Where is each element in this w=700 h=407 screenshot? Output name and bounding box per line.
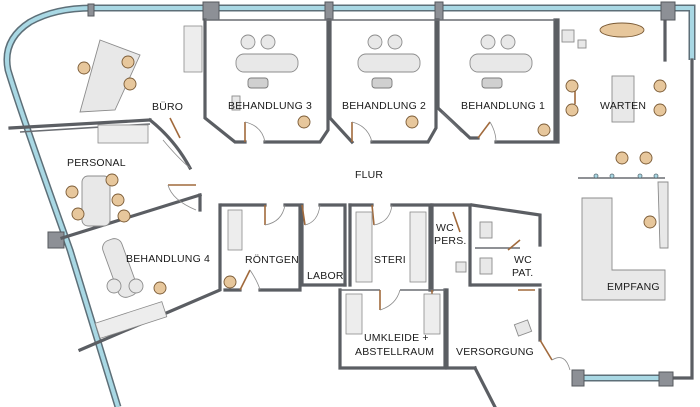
room-labels: BÜRO BEHANDLUNG 3 BEHANDLUNG 2 BEHANDLUN… bbox=[67, 100, 660, 358]
label-umkleide-2: ABSTELLRAUM bbox=[355, 346, 434, 358]
door-swing bbox=[162, 139, 191, 169]
chair bbox=[223, 275, 237, 289]
column-pillar bbox=[434, 1, 444, 21]
door bbox=[507, 239, 521, 251]
label-behandlung-2: BEHANDLUNG 2 bbox=[342, 100, 426, 112]
label-personal: PERSONAL bbox=[67, 157, 126, 169]
door bbox=[169, 117, 181, 139]
sink bbox=[455, 261, 467, 273]
cabinet bbox=[513, 319, 533, 337]
reception-counter bbox=[581, 197, 666, 301]
column-pillar bbox=[87, 3, 95, 17]
dental-chair bbox=[231, 34, 311, 129]
door-swing bbox=[551, 357, 571, 371]
door bbox=[452, 211, 461, 233]
column-pillar bbox=[660, 1, 676, 21]
dental-chair bbox=[469, 34, 551, 137]
label-empfang: EMPFANG bbox=[607, 281, 660, 293]
label-umkleide-1: UMKLEIDE + bbox=[364, 332, 429, 344]
chair bbox=[111, 193, 125, 207]
door-swing bbox=[373, 204, 393, 226]
side-table bbox=[577, 39, 587, 49]
chair bbox=[639, 151, 653, 165]
label-wc-pat-1: WC bbox=[514, 254, 532, 266]
bench bbox=[599, 22, 645, 38]
buero-furniture bbox=[77, 25, 203, 144]
chair bbox=[565, 79, 579, 93]
door bbox=[371, 204, 375, 226]
chair bbox=[77, 61, 91, 75]
door-swing bbox=[167, 184, 197, 211]
shelf bbox=[345, 293, 363, 335]
empfang-furniture bbox=[581, 173, 669, 301]
door-swing bbox=[304, 204, 321, 226]
chair bbox=[153, 281, 167, 295]
toilet bbox=[479, 221, 493, 239]
label-buero: BÜRO bbox=[152, 101, 183, 113]
table bbox=[611, 75, 635, 123]
column-pillar bbox=[658, 371, 674, 387]
door bbox=[539, 339, 553, 361]
column-pillar bbox=[47, 231, 65, 249]
chair bbox=[105, 173, 119, 187]
door-swing bbox=[351, 121, 373, 143]
column-pillar bbox=[571, 369, 585, 387]
door bbox=[477, 121, 491, 139]
label-flur: FLUR bbox=[355, 169, 383, 181]
label-behandlung-3: BEHANDLUNG 3 bbox=[228, 100, 312, 112]
chair bbox=[653, 103, 667, 117]
personal-furniture bbox=[65, 173, 131, 227]
chair bbox=[117, 209, 131, 223]
door-swing bbox=[244, 121, 266, 143]
label-steri: STERI bbox=[374, 254, 406, 266]
chair bbox=[65, 185, 79, 199]
dental-chair bbox=[357, 34, 421, 129]
door bbox=[239, 269, 251, 291]
door-swing bbox=[489, 121, 497, 143]
shelf bbox=[409, 211, 427, 283]
door-swing bbox=[379, 289, 401, 311]
chair bbox=[653, 79, 667, 93]
chair bbox=[121, 55, 135, 69]
label-wc-pat-2: PAT. bbox=[512, 267, 533, 279]
behandlung4-furniture bbox=[94, 238, 237, 339]
dental-chair bbox=[102, 238, 138, 298]
door bbox=[301, 204, 306, 226]
label-versorgung: VERSORGUNG bbox=[456, 346, 534, 358]
chair bbox=[615, 151, 629, 165]
column-pillar bbox=[202, 1, 220, 21]
column-pillar bbox=[324, 1, 334, 21]
shelf bbox=[355, 211, 373, 283]
door-swing bbox=[249, 269, 261, 291]
label-wc-pers-1: WC bbox=[436, 222, 454, 234]
label-wc-pers-2: PERS. bbox=[434, 235, 467, 247]
shelf bbox=[423, 293, 441, 335]
service-rooms-furniture bbox=[227, 209, 533, 337]
shelf bbox=[97, 124, 149, 144]
label-warten: WARTEN bbox=[600, 100, 646, 112]
label-behandlung-4: BEHANDLUNG 4 bbox=[126, 253, 210, 265]
side-table bbox=[561, 29, 575, 43]
chair bbox=[643, 215, 657, 229]
label-roentgen: RÖNTGEN bbox=[245, 254, 299, 266]
shelf bbox=[94, 301, 168, 339]
counter-side bbox=[657, 181, 669, 249]
chair bbox=[71, 207, 85, 221]
shelf bbox=[183, 25, 203, 73]
label-labor: LABOR bbox=[307, 270, 344, 282]
chair bbox=[123, 77, 137, 91]
label-behandlung-1: BEHANDLUNG 1 bbox=[461, 100, 545, 112]
desk bbox=[79, 39, 141, 113]
door-swing bbox=[264, 204, 286, 226]
xray-unit bbox=[227, 209, 243, 251]
warten-furniture bbox=[561, 22, 667, 165]
table bbox=[81, 175, 111, 227]
chair bbox=[565, 103, 579, 117]
treatment-rooms-furniture bbox=[231, 34, 551, 137]
toilet bbox=[479, 257, 493, 275]
